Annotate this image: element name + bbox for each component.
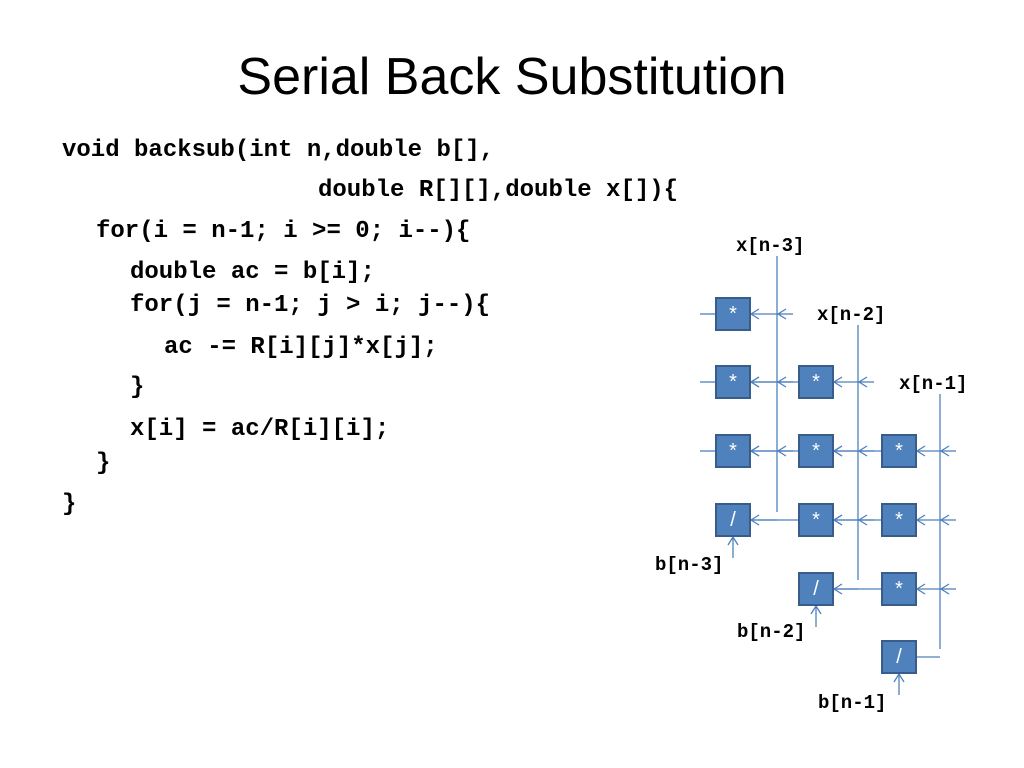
cell-operator: / (730, 509, 736, 531)
x-label: x[n-1] (899, 373, 967, 395)
code-line-6: ac -= R[i][j]*x[j]; (164, 334, 438, 361)
code-line-8: x[i] = ac/R[i][i]; (130, 416, 390, 443)
cell-operator: * (812, 371, 820, 393)
code-line-4: double ac = b[i]; (130, 259, 375, 286)
cell-operator: * (895, 440, 903, 462)
multiply-cell (798, 503, 834, 537)
divide-cell (715, 503, 751, 537)
cell-operator: * (895, 509, 903, 531)
code-line-1: void backsub(int n,double b[], (62, 137, 495, 164)
cell-operator: / (813, 578, 819, 600)
slide-title: Serial Back Substitution (237, 48, 787, 106)
code-line-10: } (62, 491, 77, 518)
b-label: b[n-1] (818, 692, 886, 714)
multiply-cell (715, 434, 751, 468)
x-label: x[n-3] (736, 235, 804, 257)
cell-operator: * (812, 509, 820, 531)
multiply-cell (881, 434, 917, 468)
multiply-cell (881, 503, 917, 537)
multiply-cell (798, 434, 834, 468)
multiply-cell (798, 365, 834, 399)
code-line-5: for(j = n-1; j > i; j--){ (130, 292, 491, 319)
multiply-cell (715, 297, 751, 331)
cell-operator: * (729, 303, 737, 325)
cell-operator: * (729, 440, 737, 462)
code-line-2: double R[][],double x[]){ (318, 177, 679, 204)
divide-cell (798, 572, 834, 606)
b-label: b[n-3] (655, 554, 723, 576)
b-label: b[n-2] (737, 621, 805, 643)
code-line-7: } (130, 374, 145, 401)
multiply-cell (881, 572, 917, 606)
cell-operator: * (729, 371, 737, 393)
cell-operator: * (812, 440, 820, 462)
code-line-9: } (96, 450, 111, 477)
x-label: x[n-2] (817, 304, 885, 326)
cell-operator: / (896, 646, 902, 668)
code-line-3: for(i = n-1; i >= 0; i--){ (96, 218, 471, 245)
multiply-cell (715, 365, 751, 399)
divide-cell (881, 640, 917, 674)
cell-operator: * (895, 578, 903, 600)
